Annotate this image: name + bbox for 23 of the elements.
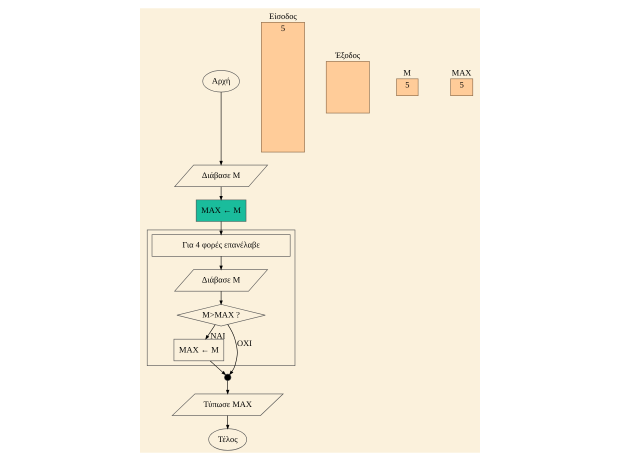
node-label: Έξοδος [335,50,360,60]
node-box: Για 4 φορές επανέλαβε [152,234,290,257]
arrow [219,221,223,236]
arrow [226,415,230,430]
arrow [219,256,223,270]
edge-label: ΟΧΙ [237,339,252,348]
arrow [210,360,226,376]
node-label: Είσοδος [269,12,297,21]
edge-label: ΝΑΙ [210,332,226,341]
arrow [226,380,230,395]
node-ellipse: Τέλος [208,428,248,451]
node-label: M [403,68,411,78]
arrow [219,186,223,201]
node-circle [224,374,232,381]
node-box: MAX ← M [174,338,224,362]
node-diamond: M>MAX ? [176,304,266,326]
node-label: MAX [452,68,472,78]
arrow [205,324,216,340]
arrow [219,92,223,166]
arrow [219,290,223,306]
node-ellipse: Αρχή [202,70,240,92]
arrow [227,324,238,376]
node-box: MAX ← M [196,200,246,222]
